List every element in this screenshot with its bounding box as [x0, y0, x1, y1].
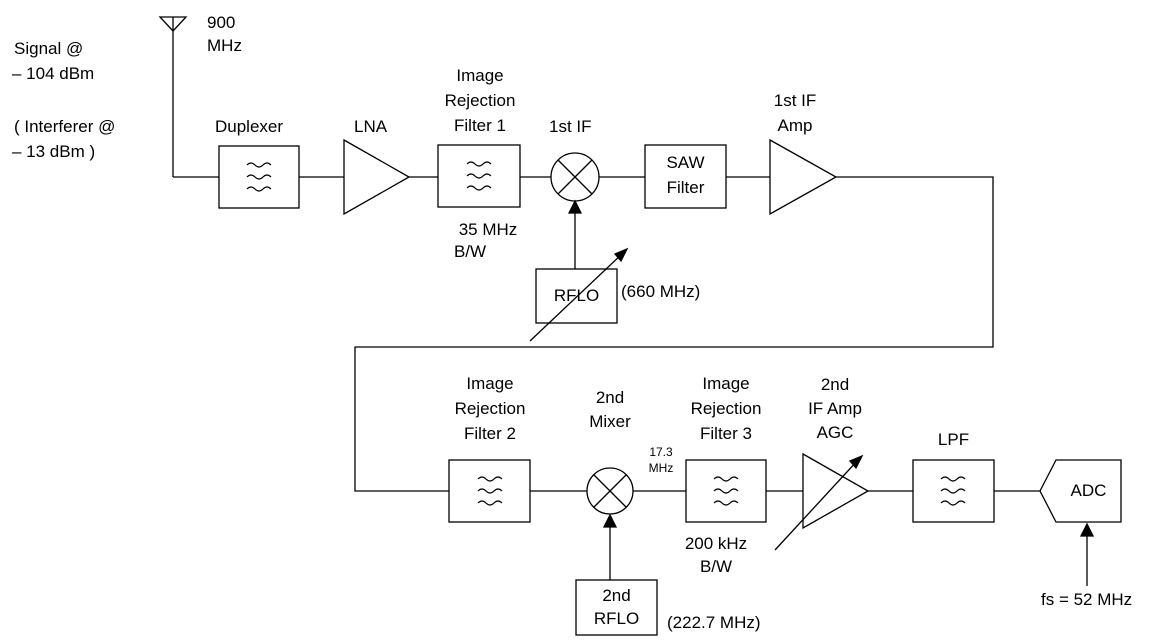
lna-label: LNA	[354, 117, 388, 136]
mixer2-out-2: MHz	[648, 461, 674, 475]
saw-label-2: Filter	[666, 178, 705, 197]
irf1-label-2: Rejection	[444, 91, 516, 110]
lpf-block	[912, 459, 995, 523]
irf2-label-3: Filter 2	[464, 424, 516, 443]
irf2-label-1: Image	[466, 374, 514, 393]
irf3-bw-1: 200 kHz	[684, 534, 748, 553]
irf3-block	[685, 459, 767, 523]
mixer1-icon	[550, 152, 600, 202]
duplexer-label: Duplexer	[215, 117, 284, 136]
saw-label-1: SAW	[666, 153, 705, 172]
irf1-bw-2: B/W	[453, 242, 487, 261]
filter-wave-icon	[467, 162, 491, 190]
rflo2-label-1: 2nd	[602, 586, 631, 605]
mixer2-label-2: Mixer	[589, 412, 631, 431]
if-amp-label-2: Amp	[777, 116, 813, 135]
tuning-arrow-icon	[529, 247, 629, 342]
mixer2-label-1: 2nd	[595, 388, 625, 407]
mixer2-icon	[586, 467, 634, 515]
if-amp-label-1: 1st IF	[773, 91, 817, 110]
antenna-icon	[158, 16, 188, 177]
irf3-label-3: Filter 3	[700, 424, 752, 443]
duplexer-block	[218, 145, 300, 209]
irf2-block	[448, 459, 531, 523]
signal-label-line2: – 104 dBm	[12, 64, 95, 83]
rflo2-freq-label: (222.7 MHz)	[667, 613, 761, 632]
adc-clock-label: fs = 52 MHz	[1041, 590, 1133, 609]
if-amp-amplifier	[769, 138, 838, 216]
agc-label-1: 2nd	[820, 375, 850, 394]
agc-arrow-icon	[774, 454, 864, 551]
irf1-block	[437, 144, 521, 208]
interferer-label-line2: – 13 dBm )	[12, 142, 96, 161]
filter-wave-icon	[478, 477, 502, 505]
agc-label-3: AGC	[816, 423, 854, 442]
mixer1-label: 1st IF	[549, 117, 592, 136]
irf1-bw-1: 35 MHz	[458, 220, 518, 239]
adc-label: ADC	[1070, 481, 1107, 500]
rflo2-block	[575, 579, 658, 636]
antenna-freq-line1: 900	[207, 13, 236, 32]
rflo2-label-2: RFLO	[593, 609, 640, 628]
filter-wave-icon	[247, 163, 271, 191]
irf2-label-2: Rejection	[454, 399, 526, 418]
antenna-freq-line2: MHz	[207, 36, 242, 55]
filter-wave-icon	[941, 477, 965, 505]
interferer-label-line1: ( Interferer @	[14, 117, 116, 136]
lpf-label: LPF	[937, 430, 970, 449]
mixer2-out-1: 17.3	[649, 445, 673, 459]
filter-wave-icon	[714, 477, 738, 505]
agc-label-2: IF Amp	[808, 399, 862, 418]
irf1-label-3: Filter 1	[454, 116, 506, 135]
rflo-freq-label: (660 MHz)	[621, 282, 701, 301]
irf3-label-1: Image	[702, 374, 750, 393]
irf3-label-2: Rejection	[690, 399, 762, 418]
signal-label-line1: Signal @	[14, 39, 84, 58]
lna-amplifier	[343, 138, 411, 216]
irf3-bw-2: B/W	[699, 557, 733, 576]
rflo-label: RFLO	[553, 286, 600, 305]
adc-block	[1039, 459, 1122, 523]
agc-amplifier	[802, 452, 870, 530]
rflo-block	[535, 268, 618, 324]
irf1-label-1: Image	[456, 66, 504, 85]
